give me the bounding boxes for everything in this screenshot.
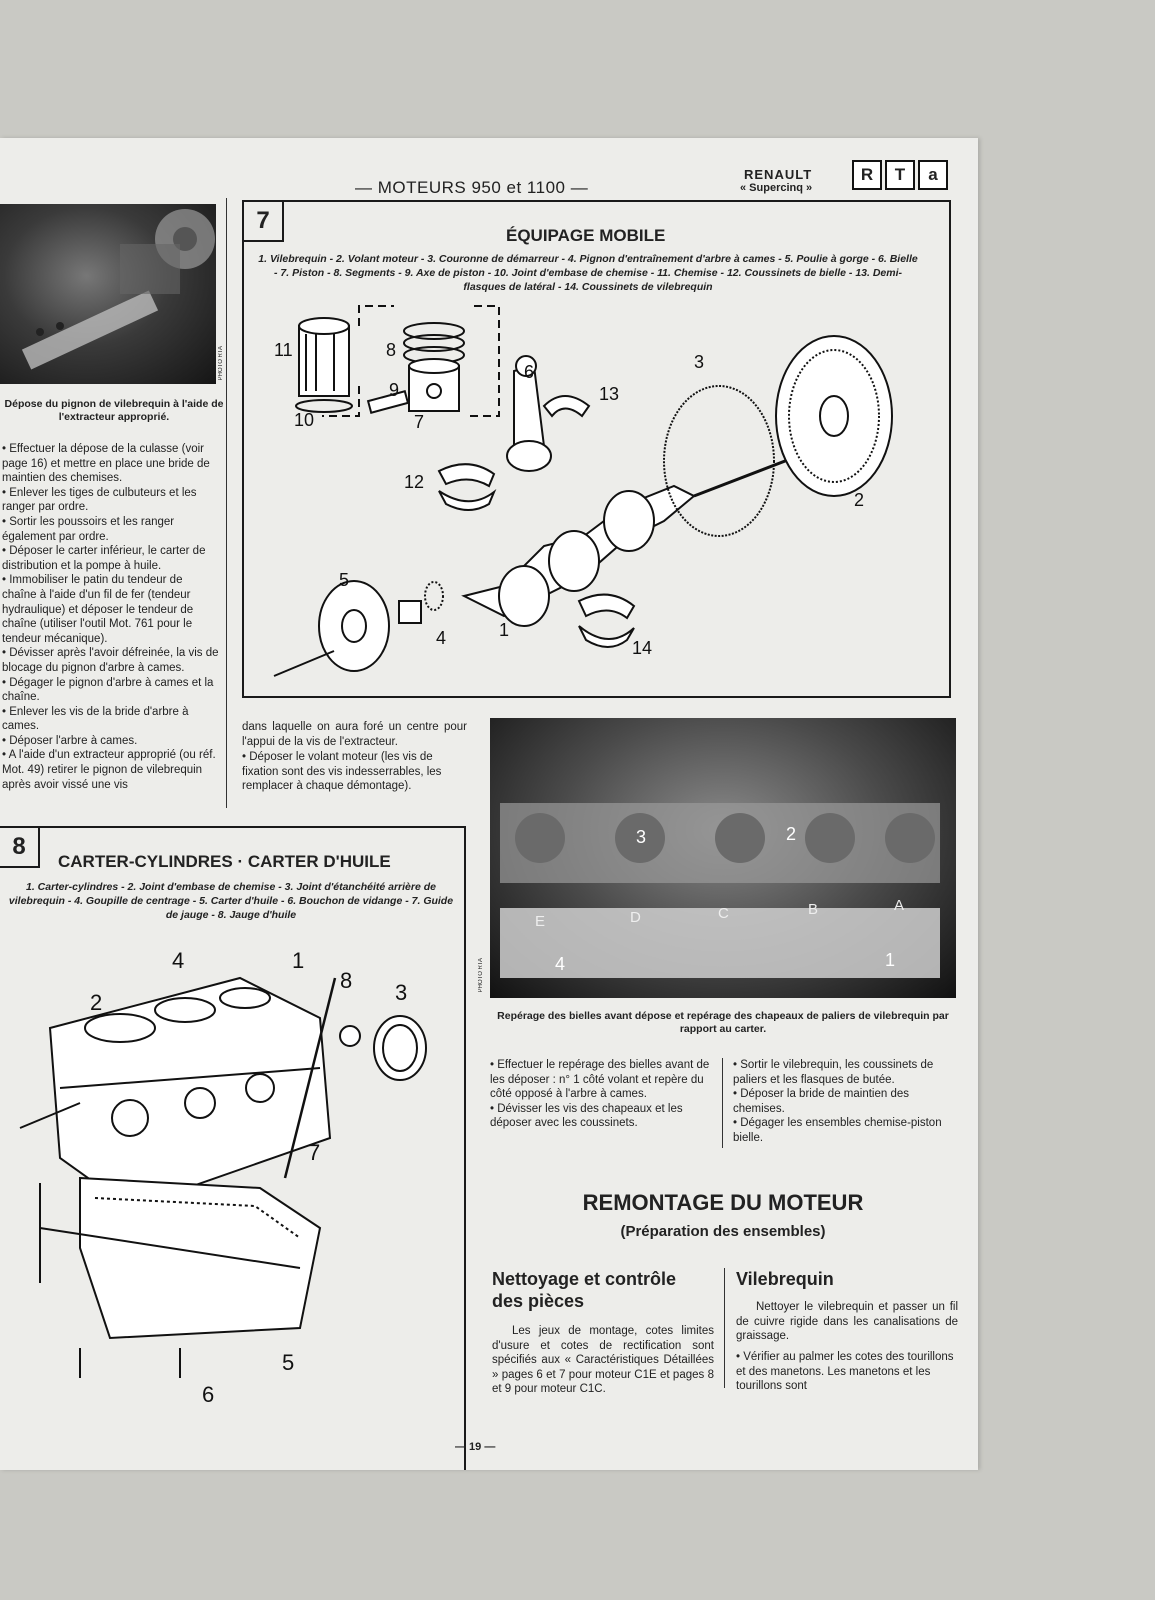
- figure-8-box: 8 CARTER-CYLINDRES · CARTER D'HUILE 1. C…: [0, 826, 466, 1470]
- remontage-title: REMONTAGE DU MOTEUR: [582, 1190, 864, 1215]
- logo-letter-t: T: [885, 160, 915, 190]
- figure-7-title: ÉQUIPAGE MOBILE: [506, 226, 666, 245]
- column-divider: [226, 198, 227, 808]
- figure-7-box: 7 ÉQUIPAGE MOBILE 1. Vilebrequin - 2. Vo…: [242, 200, 951, 698]
- photo-tools-illustration: [21, 209, 215, 370]
- column-divider: [724, 1268, 725, 1388]
- figure-7-number: 7: [244, 202, 284, 242]
- list-item: Déposer le volant moteur (les vis de fix…: [242, 750, 467, 794]
- brand-name: RENAULT: [744, 167, 813, 182]
- callout-label: 4: [172, 948, 184, 973]
- photo-watermark: PHOTO RTA: [478, 958, 484, 993]
- callout-label: 8: [340, 968, 352, 993]
- list-item: Effectuer le repérage des bielles avant …: [490, 1058, 712, 1102]
- list-item: Déposer la bride de maintien des chemise…: [733, 1087, 955, 1116]
- list-item: Effectuer la dépose de la culasse (voir …: [2, 442, 220, 486]
- callout-label: 5: [339, 570, 349, 590]
- list-item: Enlever les tiges de culbuteurs et les r…: [2, 486, 220, 515]
- callout-label: 4: [436, 628, 446, 648]
- crankshaft-bullet-list: Vérifier au palmer les cotes des tourill…: [736, 1350, 958, 1394]
- brand-block: RENAULT « Supercinq »: [740, 167, 812, 194]
- left-bullet-list: Effectuer la dépose de la culasse (voir …: [2, 442, 220, 792]
- callout-label: 6: [202, 1382, 214, 1407]
- manual-page: — MOTEURS 950 et 1100 — RENAULT « Superc…: [0, 138, 978, 1470]
- callout-label: 11: [274, 340, 293, 360]
- crankshaft-heading: Vilebrequin: [736, 1269, 834, 1289]
- bearing-letter: B: [808, 901, 818, 918]
- figure-8-legend: 1. Carter-cylindres - 2. Joint d'embase …: [8, 881, 454, 921]
- list-item: Dévisser les vis des chapeaux et les dép…: [490, 1102, 712, 1131]
- photo-number: 3: [636, 827, 646, 847]
- callout-label: 10: [294, 410, 314, 430]
- figure-7-legend: 1. Vilebrequin - 2. Volant moteur - 3. C…: [258, 253, 918, 293]
- cleaning-text: Les jeux de montage, cotes limites d'usu…: [492, 1325, 714, 1396]
- cylinder-block-diagram: 1 2 3 4 5 6 7 8: [19, 948, 427, 1407]
- list-item: Dévisser après l'avoir défreinée, la vis…: [2, 646, 220, 675]
- brand-model: « Supercinq »: [740, 182, 813, 194]
- list-item: Immobiliser le patin du tendeur de chaîn…: [2, 573, 220, 646]
- photo-caption-left: Dépose du pignon de vilebrequin à l'aide…: [4, 398, 224, 423]
- callout-label: 2: [90, 990, 102, 1015]
- figure-8-title: CARTER-CYLINDRES · CARTER D'HUILE: [58, 852, 391, 871]
- logo-letter-r: R: [852, 160, 882, 190]
- crankshaft-pinion-photo: [0, 204, 216, 384]
- figure-8-number: 8: [0, 828, 40, 868]
- cleaning-heading: Nettoyage et contrôle des pièces: [492, 1269, 677, 1311]
- callout-label: 6: [524, 362, 534, 382]
- bearing-letter: C: [718, 905, 729, 922]
- callout-label: 9: [389, 380, 399, 400]
- column-divider: [722, 1058, 723, 1148]
- callout-label: 3: [694, 352, 704, 372]
- list-item: A l'aide d'un extracteur approprié (ou r…: [2, 748, 220, 792]
- photo-number: 1: [885, 950, 895, 970]
- callout-label: 5: [282, 1350, 294, 1375]
- continuation-text: dans laquelle on aura foré un centre pou…: [242, 721, 467, 748]
- page-number: — 19 —: [455, 1441, 496, 1453]
- list-item: Déposer l'arbre à cames.: [2, 734, 220, 749]
- photo-engine-block-illustration: E D C B A 1 2 3 4: [500, 803, 940, 978]
- list-item: Dégager les ensembles chemise-piston bie…: [733, 1116, 955, 1145]
- photo-caption-right: Repérage des bielles avant dépose et rep…: [497, 1010, 949, 1035]
- list-item: Sortir les poussoirs et les ranger égale…: [2, 515, 220, 544]
- callout-label: 8: [386, 340, 396, 360]
- remontage-subtitle: (Préparation des ensembles): [620, 1223, 826, 1240]
- mobile-assembly-diagram: 11 10 8 9 7 6 13 12 3 2 5 4 1 14: [273, 305, 893, 677]
- callout-label: 1: [292, 948, 304, 973]
- logo-letter-a: a: [918, 160, 948, 190]
- page-header-title: — MOTEURS 950 et 1100 —: [355, 178, 589, 197]
- callout-label: 1: [499, 620, 509, 640]
- list-item: Vérifier au palmer les cotes des tourill…: [736, 1350, 958, 1394]
- photo-number: 2: [786, 824, 796, 844]
- photo-watermark: PHOTO RTA: [218, 346, 224, 381]
- callout-label: 7: [414, 412, 424, 432]
- bearing-letter: A: [894, 897, 904, 914]
- bearing-letter: E: [535, 913, 545, 930]
- callout-label: 13: [599, 384, 619, 404]
- photo-number: 4: [555, 954, 565, 974]
- callout-label: 14: [632, 638, 652, 658]
- list-item: Sortir le vilebrequin, les coussinets de…: [733, 1058, 955, 1087]
- bearing-letter: D: [630, 909, 641, 926]
- rta-logo: R T a: [852, 160, 948, 190]
- crankshaft-text: Nettoyer le vilebrequin et passer un fil…: [736, 1301, 958, 1343]
- callout-label: 7: [308, 1140, 320, 1165]
- list-item: Dégager le pignon d'arbre à cames et la …: [2, 676, 220, 705]
- middle-bullet-list: Déposer le volant moteur (les vis de fix…: [242, 750, 467, 794]
- callout-label: 3: [395, 980, 407, 1005]
- list-item: Enlever les vis de la bride d'arbre à ca…: [2, 705, 220, 734]
- right-bullet-list-b: Sortir le vilebrequin, les coussinets de…: [733, 1058, 955, 1146]
- list-item: Déposer le carter inférieur, le carter d…: [2, 544, 220, 573]
- callout-label: 12: [404, 472, 424, 492]
- connecting-rod-marking-photo: E D C B A 1 2 3 4: [490, 718, 956, 998]
- callout-label: 2: [854, 490, 864, 510]
- right-bullet-list-a: Effectuer le repérage des bielles avant …: [490, 1058, 712, 1131]
